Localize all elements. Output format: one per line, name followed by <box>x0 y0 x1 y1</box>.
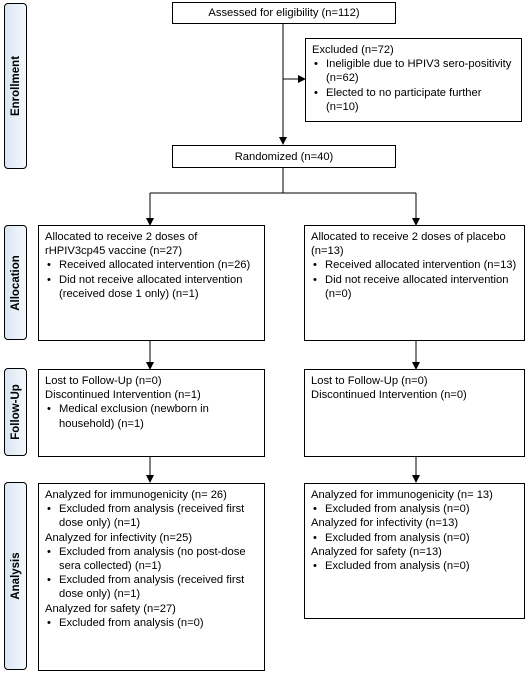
placebo-safety: Analyzed for safety (n=13) <box>311 545 442 558</box>
excluded-box: Excluded (n=72) Ineligible due to HPIV3 … <box>305 38 522 122</box>
list-item: Did not receive allocated intervention (… <box>311 273 518 301</box>
list-item: Excluded from analysis (received first d… <box>45 573 258 601</box>
excluded-title: Excluded (n=72) <box>312 44 394 56</box>
vaccine-followup-box: Lost to Follow-Up (n=0) Discontinued Int… <box>38 369 265 457</box>
placebo-infectivity: Analyzed for infectivity (n=13) <box>311 517 459 530</box>
vaccine-allocation-title: Allocated to receive 2 doses of rHPIV3cp… <box>45 231 198 258</box>
list-item: Excluded from analysis (no post-dose ser… <box>45 545 258 573</box>
list-item: Elected to no participate further (n=10) <box>312 86 515 114</box>
list-item: Received allocated intervention (n=13) <box>311 258 518 272</box>
stage-label-enrollment: Enrollment <box>4 3 27 169</box>
list-item: Excluded from analysis (n=0) <box>45 616 258 630</box>
list-item: Medical exclusion (newborn in household)… <box>45 402 258 430</box>
vaccine-infectivity: Analyzed for infectivity (n=25) <box>45 531 193 544</box>
placebo-discontinued: Discontinued Intervention (n=0) <box>311 389 467 402</box>
list-item: Excluded from analysis (n=0) <box>311 502 518 516</box>
placebo-allocation-box: Allocated to receive 2 doses of placebo … <box>304 225 525 341</box>
assessed-box: Assessed for eligibility (n=112) <box>172 2 396 24</box>
randomized-box: Randomized (n=40) <box>172 145 396 168</box>
placebo-lost-followup: Lost to Follow-Up (n=0) <box>311 375 428 387</box>
stage-label-analysis: Analysis <box>4 482 27 670</box>
list-item: Received allocated intervention (n=26) <box>45 258 258 272</box>
placebo-followup-box: Lost to Follow-Up (n=0) Discontinued Int… <box>304 369 525 457</box>
vaccine-discontinued: Discontinued Intervention (n=1) <box>45 389 201 402</box>
stage-label-allocation: Allocation <box>4 225 27 340</box>
vaccine-lost-followup: Lost to Follow-Up (n=0) <box>45 375 162 387</box>
stage-label-followup: Follow-Up <box>4 368 27 456</box>
vaccine-analysis-box: Analyzed for immunogenicity (n= 26) Excl… <box>38 483 265 671</box>
list-item: Ineligible due to HPIV3 sero-positivity … <box>312 57 515 85</box>
list-item: Excluded from analysis (received first d… <box>45 502 258 530</box>
list-item: Excluded from analysis (n=0) <box>311 559 518 573</box>
list-item: Excluded from analysis (n=0) <box>311 531 518 545</box>
placebo-allocation-title: Allocated to receive 2 doses of placebo … <box>311 231 506 258</box>
list-item: Did not receive allocated intervention (… <box>45 273 258 301</box>
placebo-analysis-box: Analyzed for immunogenicity (n= 13) Excl… <box>304 483 525 619</box>
vaccine-immunogenicity: Analyzed for immunogenicity (n= 26) <box>45 489 227 501</box>
vaccine-allocation-box: Allocated to receive 2 doses of rHPIV3cp… <box>38 225 265 341</box>
placebo-immunogenicity: Analyzed for immunogenicity (n= 13) <box>311 489 493 501</box>
vaccine-safety: Analyzed for safety (n=27) <box>45 602 176 615</box>
